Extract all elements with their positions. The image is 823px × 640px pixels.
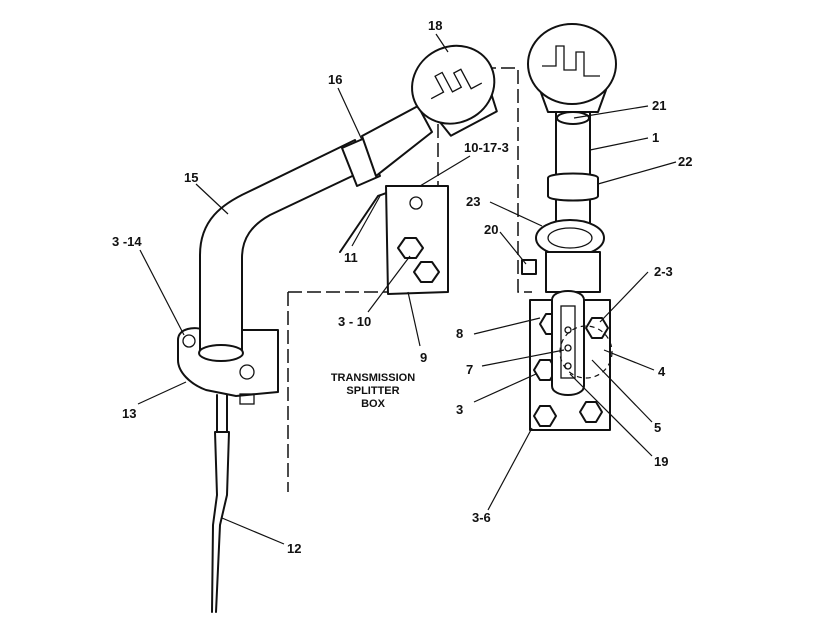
shift-rod	[211, 394, 230, 613]
upper-tube	[361, 105, 433, 177]
left-shift-knob	[411, 44, 498, 137]
gate-slot	[560, 305, 576, 379]
hex-nut-lower	[413, 261, 440, 283]
gate-plate	[551, 290, 585, 396]
bracket-bolt	[182, 334, 196, 348]
hidden-spring	[559, 325, 613, 379]
shift-pattern-icon	[542, 45, 600, 77]
callout-label: 3 - 10	[338, 314, 371, 329]
callout-labels: 18 16 15 3 -14 10-17-3 11 3 - 10 9 13 12…	[112, 18, 692, 556]
callout-label: 21	[652, 98, 666, 113]
callout-label: 12	[287, 541, 301, 556]
caption-line-1: TRANSMISSION	[331, 372, 415, 384]
coupling	[535, 219, 605, 257]
boot-22	[547, 172, 599, 202]
splitter-box-caption: TRANSMISSION SPLITTER BOX	[331, 372, 415, 410]
callout-label: 20	[484, 222, 498, 237]
callout-label: 3 -14	[112, 234, 142, 249]
callout-label: 9	[420, 350, 427, 365]
leader-lines	[137, 33, 677, 545]
caption-line-3: BOX	[361, 398, 386, 410]
callout-label: 13	[122, 406, 136, 421]
right-shift-knob	[527, 23, 617, 105]
callout-label: 3	[456, 402, 463, 417]
hex-bolt-3-6b	[579, 401, 603, 423]
callout-label: 10-17-3	[464, 140, 509, 155]
callout-label: 2-3	[654, 264, 673, 279]
hex-nut-upper	[397, 237, 424, 259]
left-shifter-assembly	[177, 44, 498, 613]
callout-label: 15	[184, 170, 198, 185]
callout-label: 22	[678, 154, 692, 169]
callout-label: 4	[658, 364, 666, 379]
shifter-body	[545, 251, 601, 293]
callout-label: 7	[466, 362, 473, 377]
hex-bolt-3-6a	[533, 405, 557, 427]
callout-label: 16	[328, 72, 342, 87]
hex-bolt-2-3	[585, 317, 609, 339]
callout-label: 23	[466, 194, 480, 209]
callout-label: 11	[344, 250, 358, 265]
clamp-bolt	[239, 393, 255, 405]
callout-label: 18	[428, 18, 442, 33]
bracket-nut	[239, 364, 255, 380]
tube-base	[198, 344, 244, 362]
callout-label: 3-6	[472, 510, 491, 525]
callout-label: 5	[654, 420, 661, 435]
right-shifter-assembly	[521, 23, 617, 431]
collar-21	[556, 111, 590, 125]
box-screw	[409, 196, 423, 210]
caption-line-2: SPLITTER	[346, 385, 399, 397]
lever-tube	[199, 139, 366, 353]
tube-clamp	[341, 137, 381, 187]
callout-label: 1	[652, 130, 659, 145]
callout-label: 8	[456, 326, 463, 341]
callout-label: 19	[654, 454, 668, 469]
